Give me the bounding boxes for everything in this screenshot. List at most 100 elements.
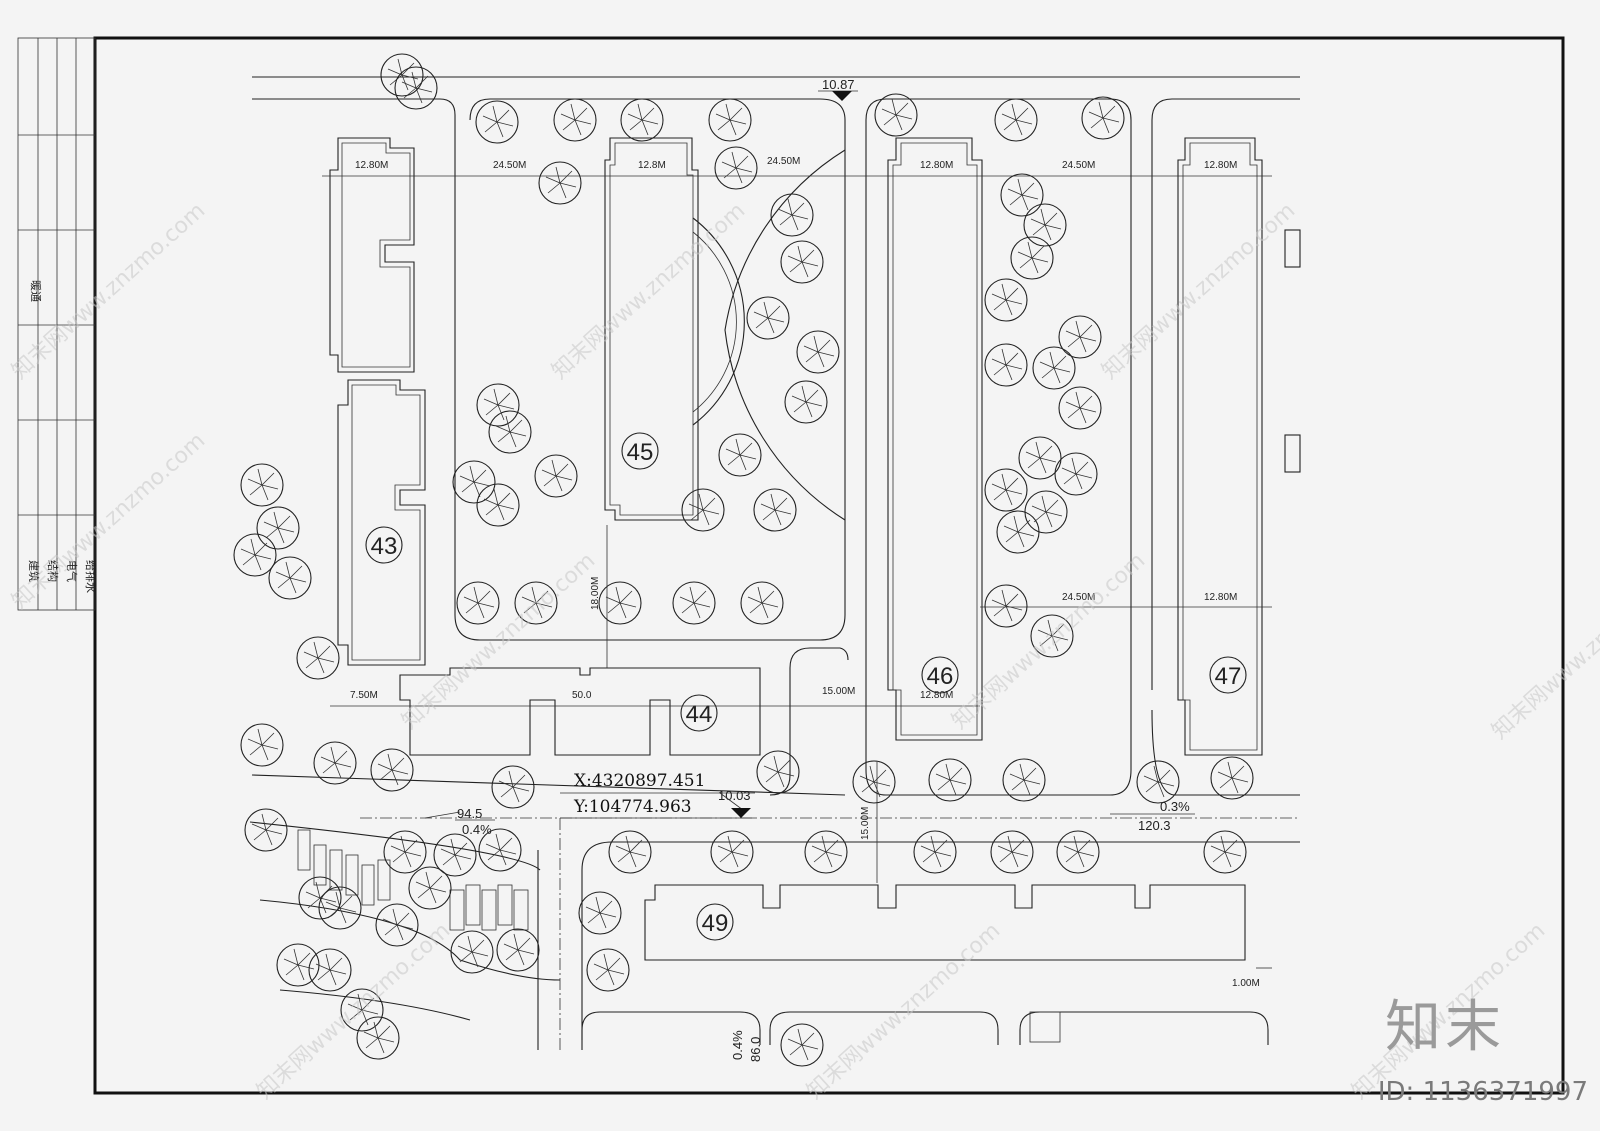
tree-symbol bbox=[586, 948, 630, 992]
title-block-elec: 电气 bbox=[65, 560, 79, 582]
tree-symbol bbox=[233, 533, 277, 577]
title-block-arch: 建筑 bbox=[27, 560, 41, 582]
tree-symbol bbox=[984, 343, 1028, 387]
tree-symbol bbox=[578, 891, 622, 935]
tree-symbol bbox=[475, 100, 519, 144]
tree-symbol bbox=[804, 830, 848, 874]
building-49-label: 49 bbox=[702, 910, 729, 937]
tree-symbol bbox=[714, 146, 758, 190]
tree-symbol bbox=[874, 93, 918, 137]
tree-symbol bbox=[913, 830, 957, 874]
watermark-text: 知末网www.znzmo.com bbox=[252, 918, 455, 1104]
image-id-label: ID: 1136371997 bbox=[1377, 1077, 1588, 1107]
tree-symbol bbox=[681, 488, 725, 532]
tree-symbol bbox=[996, 510, 1040, 554]
building-45-label: 45 bbox=[627, 439, 654, 466]
tree-symbol bbox=[276, 943, 320, 987]
dim-50: 50.0 bbox=[572, 690, 592, 701]
tree-symbol bbox=[313, 741, 357, 785]
tree-symbol bbox=[598, 581, 642, 625]
elevation-top: 10.87 bbox=[822, 77, 855, 92]
tree-symbol bbox=[491, 765, 535, 809]
tree-symbol bbox=[383, 830, 427, 874]
dim-gap-2: 24.50M bbox=[767, 156, 800, 167]
drawing-frame bbox=[93, 36, 1565, 1095]
watermark-text: 知末网www.znzmo.com bbox=[802, 918, 1005, 1104]
coordinate-label: X:4320897.451 Y:104774.963 bbox=[573, 771, 705, 817]
tree-symbol bbox=[608, 830, 652, 874]
dim-1-00: 1.00M bbox=[1232, 978, 1260, 989]
tree-symbol bbox=[308, 948, 352, 992]
tree-symbol bbox=[780, 1023, 824, 1067]
tree-symbol bbox=[450, 930, 494, 974]
tree-symbol bbox=[318, 886, 362, 930]
tree-symbol bbox=[1058, 315, 1102, 359]
dim-46-width: 12.80M bbox=[920, 160, 953, 171]
brand-logo: 知末 bbox=[1385, 995, 1505, 1060]
tree-symbol bbox=[620, 98, 664, 142]
dim-47-width-b: 12.80M bbox=[1204, 592, 1237, 603]
tree-symbol bbox=[476, 483, 520, 527]
tree-symbol bbox=[784, 380, 828, 424]
trees bbox=[233, 53, 1254, 1067]
tree-symbol bbox=[1023, 203, 1067, 247]
watermarks: 知末网www.znzmo.com 知末网www.znzmo.com 知末网www… bbox=[7, 198, 1600, 1104]
tree-symbol bbox=[1203, 830, 1247, 874]
building-46 bbox=[887, 137, 983, 741]
tree-symbol bbox=[456, 581, 500, 625]
building-43-label: 43 bbox=[371, 533, 398, 560]
tree-symbol bbox=[298, 876, 342, 920]
tree-symbol bbox=[1054, 452, 1098, 496]
tree-symbol bbox=[746, 296, 790, 340]
tree-symbol bbox=[852, 760, 896, 804]
buildings bbox=[297, 137, 1301, 1043]
road-94-5: 94.5 bbox=[457, 806, 482, 821]
tree-symbol bbox=[340, 988, 384, 1032]
tree-symbol bbox=[394, 66, 438, 110]
tree-symbol bbox=[476, 383, 520, 427]
watermark-text: 知末网www.znzmo.com bbox=[397, 548, 600, 734]
title-block: 暖通 建筑 结构 电气 给排水 bbox=[17, 37, 98, 611]
dim-18: 18.00M bbox=[590, 577, 601, 610]
title-block-hvac: 暖通 bbox=[29, 280, 42, 302]
tree-symbol bbox=[244, 808, 288, 852]
watermark-text: 知末网www.znzmo.com bbox=[1097, 198, 1300, 384]
tree-symbol bbox=[1032, 346, 1076, 390]
building-labels: 43 44 45 46 47 49 bbox=[365, 432, 1247, 941]
coordinate-y: Y:104774.963 bbox=[573, 797, 692, 817]
tree-symbol bbox=[770, 193, 814, 237]
building-49 bbox=[644, 884, 1246, 961]
tree-symbol bbox=[984, 468, 1028, 512]
tree-symbol bbox=[1081, 96, 1125, 140]
tree-symbol bbox=[994, 98, 1038, 142]
roads bbox=[249, 76, 1300, 1050]
dim-gap-1: 24.50M bbox=[493, 160, 526, 171]
coordinate-x: X:4320897.451 bbox=[574, 771, 705, 791]
tree-symbol bbox=[1058, 386, 1102, 430]
tree-symbol bbox=[296, 636, 340, 680]
tree-symbol bbox=[1136, 760, 1180, 804]
tree-symbol bbox=[753, 488, 797, 532]
elevation-mid-marker bbox=[731, 808, 751, 818]
watermark-text: 知末网www.znzmo.com bbox=[947, 548, 1150, 734]
tree-symbol bbox=[538, 161, 582, 205]
tree-symbol bbox=[478, 828, 522, 872]
watermark-text: 知末网www.znzmo.com bbox=[1487, 558, 1600, 744]
dim-12-80-c: 12.80M bbox=[920, 690, 953, 701]
tree-symbol bbox=[375, 903, 419, 947]
tree-symbol bbox=[408, 866, 452, 910]
tree-symbol bbox=[496, 928, 540, 972]
tree-symbol bbox=[268, 556, 312, 600]
building-47 bbox=[1177, 137, 1263, 756]
tree-symbol bbox=[452, 460, 496, 504]
dim-15-a: 15.00M bbox=[822, 686, 855, 697]
dim-gap-3: 24.50M bbox=[1062, 160, 1095, 171]
tree-symbol bbox=[256, 506, 300, 550]
tree-symbol bbox=[718, 433, 762, 477]
tree-symbol bbox=[514, 581, 558, 625]
dim-gap-4: 24.50M bbox=[1062, 592, 1095, 603]
tree-symbol bbox=[710, 830, 754, 874]
watermark-text: 知末网www.znzmo.com bbox=[547, 198, 750, 384]
tree-symbol bbox=[356, 1016, 400, 1060]
